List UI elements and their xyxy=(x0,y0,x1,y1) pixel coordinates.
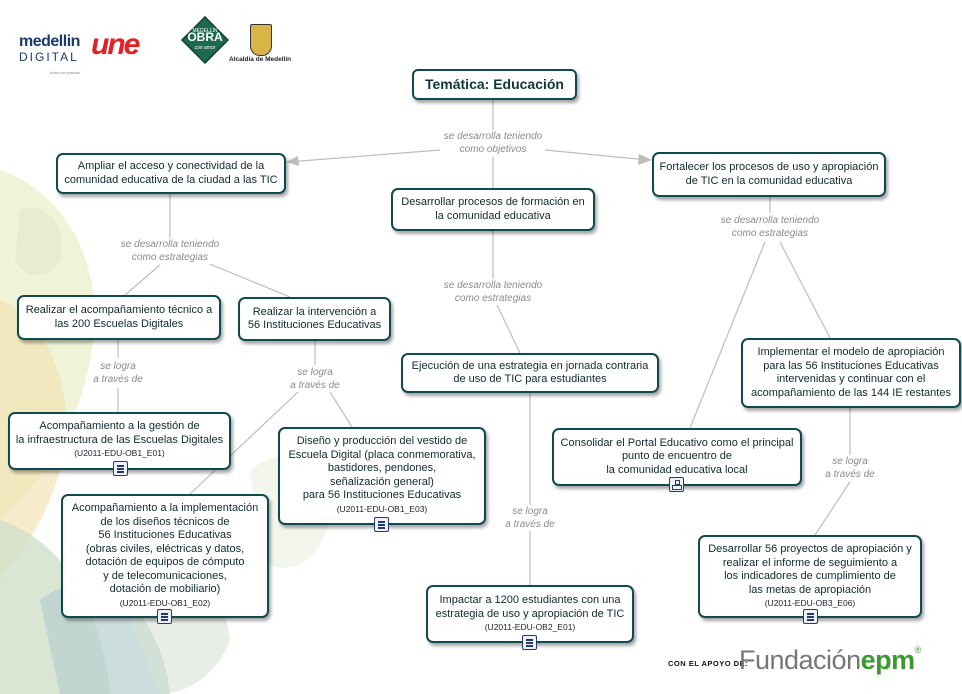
link-label: se logra a través de xyxy=(823,455,877,481)
node-code: (U2011-EDU-OB1_E01) xyxy=(74,448,165,458)
activity-node-school-branding[interactable]: Diseño y producción del vestido de Escue… xyxy=(278,427,486,525)
obra-logo-sub: con amor xyxy=(194,45,216,51)
objective-node-appropriation[interactable]: Fortalecer los procesos de uso y apropia… xyxy=(652,152,886,197)
link-label: se logra a través de xyxy=(91,360,145,386)
node-text: Ejecución de una estrategia en jornada c… xyxy=(411,359,649,386)
document-icon[interactable] xyxy=(803,609,818,624)
obra-logo xyxy=(181,16,229,64)
link-label: se desarrolla teniendo como objetivos xyxy=(441,130,545,156)
fundacion-text: Fundación xyxy=(739,645,861,675)
digital-logo-text: DIGITAL xyxy=(19,50,79,64)
link-label: se logra a través de xyxy=(503,505,557,531)
document-icon[interactable] xyxy=(157,609,172,624)
concept-map-icon[interactable] xyxy=(669,477,684,492)
node-code: (U2011-EDU-OB1_E03) xyxy=(336,503,428,514)
node-text: Acompañamiento a la gestión de la infrae… xyxy=(15,420,224,446)
obra-logo-text: OBRA xyxy=(187,30,223,44)
node-text: Desarrollar 56 proyectos de apropiación … xyxy=(708,543,912,596)
activity-node-infrastructure[interactable]: Acompañamiento a la gestión de la infrae… xyxy=(8,412,231,470)
strategy-node-after-school[interactable]: Ejecución de una estrategia en jornada c… xyxy=(401,353,659,393)
node-text: Acompañamiento a la implementación de lo… xyxy=(71,502,259,595)
medellin-digital-logo: medellin DIGITAL todos se puedan xyxy=(19,34,80,80)
node-text: Diseño y producción del vestido de Escue… xyxy=(288,435,476,501)
node-code: (U2011-EDU-OB2_E01) xyxy=(484,622,576,632)
medellin-logo-tagline: todos se puedan xyxy=(50,70,80,75)
node-text: Fortalecer los procesos de uso y apropia… xyxy=(659,161,879,187)
medellin-logo-text: medellin xyxy=(19,33,80,50)
document-icon[interactable] xyxy=(374,517,389,532)
node-text: Desarrollar procesos de formación en la … xyxy=(401,196,585,222)
registered-mark: ® xyxy=(914,645,922,655)
node-code: (U2011-EDU-OB3_E06) xyxy=(764,598,856,608)
support-label: CON EL APOYO DE: xyxy=(668,659,749,668)
strategy-node-appropriation-model[interactable]: Implementar el modelo de apropiación par… xyxy=(741,338,961,408)
objective-node-training[interactable]: Desarrollar procesos de formación en la … xyxy=(391,188,595,231)
node-text: Realizar la intervención a 56 Institucio… xyxy=(247,305,382,332)
document-icon[interactable] xyxy=(522,635,537,650)
root-node[interactable]: Temática: Educación xyxy=(412,69,577,100)
node-code: (U2011-EDU-OB1_E02) xyxy=(119,597,211,608)
epm-text: epm xyxy=(860,645,916,675)
activity-node-appropriation-projects[interactable]: Desarrollar 56 proyectos de apropiación … xyxy=(698,535,922,618)
document-icon[interactable] xyxy=(113,461,128,476)
root-node-text: Temática: Educación xyxy=(424,75,564,92)
strategy-node-portal[interactable]: Consolidar el Portal Educativo como el p… xyxy=(552,428,802,486)
link-label: se desarrolla teniendo como estrategias xyxy=(441,279,545,305)
node-text: Ampliar el acceso y conectividad de la c… xyxy=(64,160,278,186)
objective-node-access[interactable]: Ampliar el acceso y conectividad de la c… xyxy=(56,153,286,194)
fundacion-epm-logo: Fundaciónepm® xyxy=(739,645,921,676)
link-label: se desarrolla teniendo como estrategias xyxy=(118,238,222,264)
arrow-heads xyxy=(286,154,652,166)
activity-node-technical-designs[interactable]: Acompañamiento a la implementación de lo… xyxy=(61,494,269,618)
alcaldia-shield-icon xyxy=(250,24,272,56)
partner-logos: medellin DIGITAL todos se puedan une MED… xyxy=(15,12,305,75)
link-label: se desarrolla teniendo como estrategias xyxy=(718,214,822,240)
strategy-node-technical-support[interactable]: Realizar el acompañamiento técnico a las… xyxy=(17,295,221,340)
node-text: Implementar el modelo de apropiación par… xyxy=(751,346,951,399)
une-logo: une xyxy=(91,28,140,61)
node-text: Impactar a 1200 estudiantes con una estr… xyxy=(435,594,625,620)
node-text: Consolidar el Portal Educativo como el p… xyxy=(560,436,794,476)
alcaldia-logo-text: Alcaldía de Medellín xyxy=(229,56,292,63)
node-text: Realizar el acompañamiento técnico a las… xyxy=(25,304,213,330)
obra-logo-top: MEDELLÍN xyxy=(192,28,218,34)
link-label: se logra a través de xyxy=(288,366,342,392)
strategy-node-intervention[interactable]: Realizar la intervención a 56 Institucio… xyxy=(238,297,391,341)
connector-lines xyxy=(117,100,851,585)
